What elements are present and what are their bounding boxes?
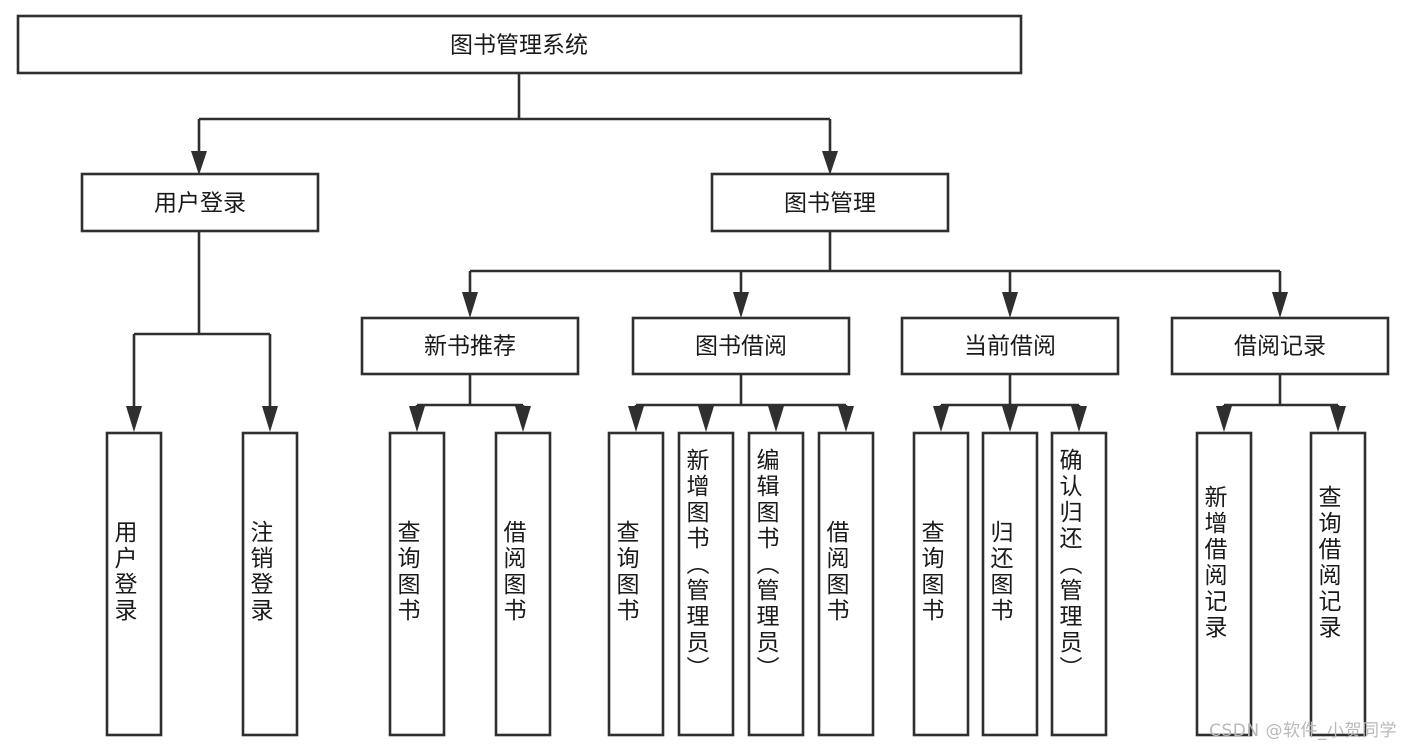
- node-current-borrow-label: 当前借阅: [964, 334, 1056, 360]
- arrow-head-user-login: [191, 151, 207, 175]
- node-root[interactable]: 图书管理系统: [16, 14, 1023, 75]
- leaf-box-2[interactable]: [241, 431, 299, 737]
- arrow-head-leaf-12: [1216, 406, 1232, 432]
- arrow-head-book-borrow: [733, 292, 749, 318]
- node-book-management-label: 图书管理: [784, 191, 876, 217]
- arrow-head-leaf-9: [933, 406, 949, 432]
- node-current-borrow[interactable]: 当前借阅: [900, 316, 1120, 376]
- leaf-box-1[interactable]: [105, 431, 163, 737]
- node-root-box[interactable]: [16, 14, 1023, 75]
- arrow-head-leaf-7: [768, 406, 784, 432]
- arrow-head-borrow-record: [1272, 292, 1288, 318]
- arrow-head-book-mgmt: [822, 151, 838, 175]
- node-book-management[interactable]: 图书管理: [710, 172, 950, 233]
- node-current-borrow-box[interactable]: [900, 316, 1120, 376]
- arrow-head-leaf-8: [838, 406, 854, 432]
- leaf-box-3[interactable]: [388, 431, 446, 737]
- node-borrow-record[interactable]: 借阅记录: [1170, 316, 1390, 376]
- arrow-head-leaf-4: [515, 406, 531, 432]
- leaf-boxes-group: [105, 431, 1367, 737]
- arrow-head-leaf-3: [409, 406, 425, 432]
- arrow-head-leaf-13: [1330, 406, 1346, 432]
- node-book-management-box[interactable]: [710, 172, 950, 233]
- node-borrow-record-box[interactable]: [1170, 316, 1390, 376]
- watermark-text: CSDN @软件_小贺同学: [1209, 721, 1397, 741]
- arrow-head-leaf-11: [1071, 406, 1087, 432]
- node-book-borrow-label: 图书借阅: [695, 334, 787, 360]
- node-user-login-box[interactable]: [80, 172, 320, 233]
- arrow-head-leaf-1: [126, 406, 142, 432]
- arrow-head-leaf-2: [262, 406, 278, 432]
- node-user-login[interactable]: 用户登录: [80, 172, 320, 233]
- leaf-box-12[interactable]: [1195, 431, 1253, 737]
- node-book-borrow-box[interactable]: [631, 316, 851, 376]
- arrow-head-current-borrow: [1002, 292, 1018, 318]
- leaf-box-5[interactable]: [607, 431, 665, 737]
- arrow-head-new-book: [462, 292, 478, 318]
- leaf-box-10[interactable]: [981, 431, 1039, 737]
- arrow-head-leaf-6: [698, 406, 714, 432]
- node-borrow-record-label: 借阅记录: [1234, 334, 1326, 360]
- leaf-box-13[interactable]: [1309, 431, 1367, 737]
- node-new-book-recommend-label: 新书推荐: [424, 334, 516, 360]
- connectors-group: [126, 73, 1346, 432]
- leaf-box-6[interactable]: [677, 431, 735, 737]
- leaf-box-9[interactable]: [912, 431, 970, 737]
- leaf-box-7[interactable]: [747, 431, 805, 737]
- node-book-borrow[interactable]: 图书借阅: [631, 316, 851, 376]
- node-user-login-label: 用户登录: [154, 191, 246, 217]
- arrow-head-leaf-5: [628, 406, 644, 432]
- leaf-box-11[interactable]: [1050, 431, 1108, 737]
- node-new-book-recommend[interactable]: 新书推荐: [360, 316, 580, 376]
- leaf-box-4[interactable]: [494, 431, 552, 737]
- leaf-box-8[interactable]: [817, 431, 875, 737]
- node-new-book-recommend-box[interactable]: [360, 316, 580, 376]
- node-root-label: 图书管理系统: [450, 33, 588, 59]
- arrow-head-leaf-10: [1002, 406, 1018, 432]
